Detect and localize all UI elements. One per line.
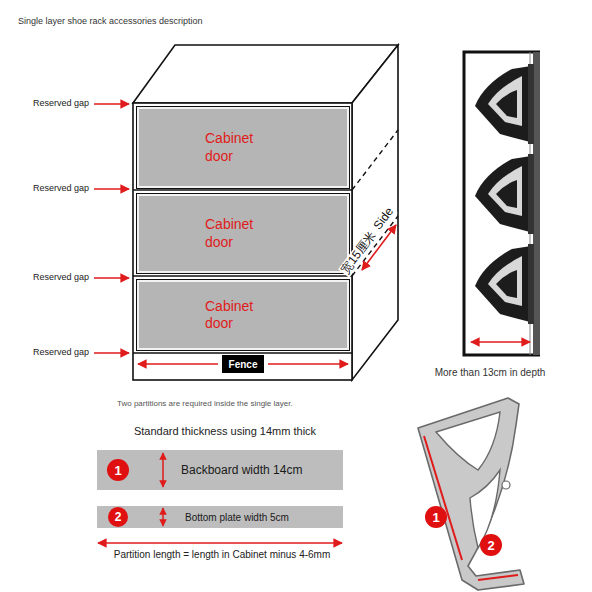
fence-box-text: Fence [229,359,258,370]
callout-number: 2 [108,507,128,527]
fence-box: Fence [222,355,264,373]
callout-number: 1 [107,459,129,481]
cabinet-door: Cabinet door [137,107,349,188]
backboard-bar: Backboard width 14cm1 [97,450,343,490]
width-arrow [138,363,218,365]
gap-label: Reserved gap [33,272,89,282]
thickness-arrow [162,453,164,487]
gap-label: Reserved gap [33,183,89,193]
gap-label: Reserved gap [33,98,89,108]
callout-number-text: 1 [114,463,121,478]
thickness-arrow [162,508,164,526]
callout-number-text: 1 [432,510,439,525]
callout-number-text: 2 [487,538,494,553]
note: Partition length = length in Cabinet min… [112,549,333,561]
side-label: Side [371,204,398,233]
cabinet-drawing [133,45,398,380]
callout-number: 1 [425,506,447,528]
bracket-part [418,398,524,590]
cabinet-door: Cabinet door [137,194,349,273]
callout-number: 2 [480,534,502,556]
depth-label: More than 13cm in depth [435,367,546,379]
bracket [475,64,534,144]
cabinet-door-text: Cabinet door [139,298,285,333]
width-arrow [268,363,348,365]
cabinet-door-text: Cabinet door [139,130,285,165]
callout-number-text: 2 [115,510,122,524]
title: Single layer shoe rack accessories descr… [18,16,203,26]
wall-drawing [464,52,540,355]
length-arrow [98,542,342,544]
depth-arrow [471,341,530,343]
bottom-plate-bar: Bottom plate width 5cm2 [97,506,343,528]
gap-arrows [94,104,129,353]
note: Two partitions are required inside the s… [117,399,293,408]
gap-label: Reserved gap [33,347,89,357]
cabinet-door: Cabinet door [137,280,349,350]
cabinet-door-text: Cabinet door [139,216,285,251]
note: Standard thickness using 14mm thick [134,425,316,438]
